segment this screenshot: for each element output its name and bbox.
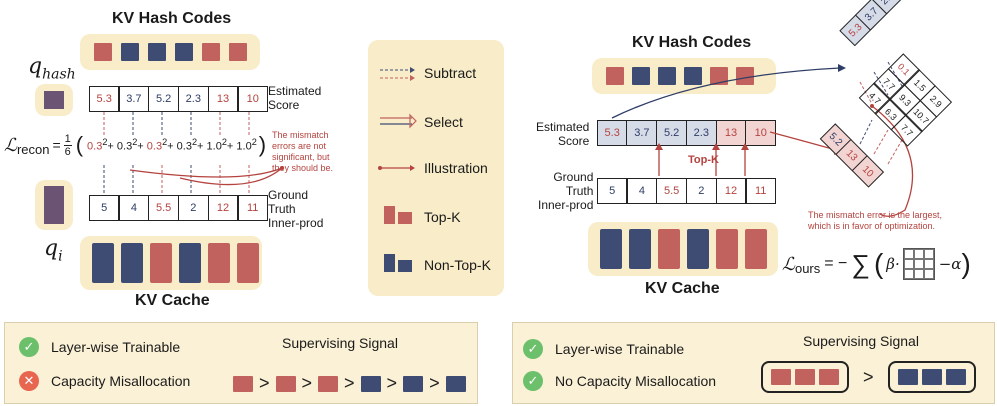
- q-i-label: qi: [44, 236, 63, 265]
- right-item1: Layer-wise Trainable: [555, 341, 685, 357]
- bottom-left-panel: ✓ Layer-wise Trainable ✕ Capacity Misall…: [4, 322, 478, 404]
- ground-cell: 11: [237, 195, 269, 221]
- q-i-panel: [35, 180, 73, 230]
- check-icon: ✓: [523, 339, 543, 359]
- loss-term: 0.3: [116, 140, 133, 153]
- legend-select: Select: [424, 114, 463, 130]
- hash-code-blue: [121, 43, 139, 61]
- recon-loss-formula: ℒ recon = 1 6 ( 0.32+ 0.32+ 0.32+ 0.32+ …: [4, 132, 267, 158]
- legend-panel: Subtract Select Illustration Top-K Non-T…: [368, 40, 504, 296]
- loss-term: 0.3: [146, 140, 163, 153]
- hash-code-red: [606, 67, 624, 85]
- hash-code-blue: [632, 67, 650, 85]
- cache-block-blue: [179, 243, 201, 283]
- hash-code-blue: [658, 67, 676, 85]
- cache-block-red: [237, 243, 259, 283]
- left-ground-row: 5 4 5.5 2 12 11: [88, 195, 269, 221]
- bottom-right-panel: ✓ Layer-wise Trainable ✓ No Capacity Mis…: [512, 322, 995, 404]
- right-hash-panel: [592, 58, 776, 94]
- estimated-cell: 10: [745, 120, 777, 146]
- right-cache-panel: [588, 222, 778, 276]
- hash-code-blue: [684, 67, 702, 85]
- cache-block-blue: [121, 243, 143, 283]
- topk-group: [761, 361, 849, 393]
- cache-block-blue: [687, 229, 709, 269]
- hash-code-red: [94, 43, 112, 61]
- hash-code-red: [202, 43, 220, 61]
- left-item1: Layer-wise Trainable: [51, 339, 181, 355]
- cache-block-blue: [629, 229, 651, 269]
- cache-block-red: [150, 243, 172, 283]
- right-signal-order: >: [761, 361, 976, 393]
- right-hash-title: KV Hash Codes: [632, 34, 752, 51]
- nontopk-block: [360, 375, 381, 392]
- topk-block: [233, 375, 253, 392]
- loss-term: 0.3: [87, 140, 103, 153]
- topk-block: [318, 375, 339, 392]
- legend-subtract: Subtract: [424, 65, 477, 81]
- illustration-arrow: [871, 105, 914, 217]
- q-hash-panel: [35, 84, 73, 116]
- cache-block-red: [716, 229, 738, 269]
- nontopk-block: [445, 375, 466, 392]
- cache-block-red: [745, 229, 767, 269]
- cache-block-blue: [92, 243, 114, 283]
- cache-block-red: [658, 229, 680, 269]
- right-ground-row: 5 4 5.5 2 12 11: [596, 178, 777, 204]
- right-estimated-row: 5.3 3.7 5.2 2.3 13 10: [596, 120, 777, 146]
- right-mismatch-note: The mismatch error is the largest,which …: [808, 210, 943, 231]
- left-item2: Capacity Misallocation: [51, 373, 191, 389]
- left-hash-title: KV Hash Codes: [112, 10, 232, 27]
- check-icon: ✓: [523, 371, 543, 391]
- hash-code-red: [736, 67, 754, 85]
- cross-icon: ✕: [19, 371, 39, 391]
- right-cache-title: KV Cache: [645, 280, 720, 297]
- legend-nontopk: Non-Top-K: [424, 257, 491, 273]
- loss-term: 1.0: [206, 140, 222, 153]
- nontopk-legend-icon: [384, 254, 412, 272]
- left-estimated-row: 5.3 3.7 5.2 2.3 13 10: [88, 86, 269, 112]
- right-signal-title: Supervising Signal: [803, 333, 919, 349]
- estimated-cell: 10: [237, 86, 269, 112]
- select-arrow-blue: [611, 67, 841, 119]
- check-icon: ✓: [19, 337, 39, 357]
- estimated-cell: 13: [715, 120, 747, 146]
- ours-loss-formula: ℒ ours = − ∑ ( β· −α ): [782, 248, 971, 280]
- ground-cell: 11: [745, 178, 777, 204]
- left-cache-title: KV Cache: [135, 292, 210, 309]
- nontopk-block: [403, 375, 424, 392]
- illustration-arrow: [129, 167, 283, 178]
- hash-code-red: [710, 67, 728, 85]
- right-item2: No Capacity Misallocation: [555, 373, 717, 389]
- topk-block: [275, 375, 296, 392]
- estimated-cell: 2.3: [685, 120, 717, 146]
- legend-illustration: Illustration: [424, 160, 488, 176]
- nontopk-group: [887, 361, 976, 393]
- q-hash-label: qhash: [28, 54, 76, 83]
- left-hash-panel: [80, 34, 260, 70]
- cache-block-blue: [600, 229, 622, 269]
- left-signal-title: Supervising Signal: [282, 335, 398, 351]
- loss-term: 1.0: [236, 140, 252, 153]
- hash-code-blue: [175, 43, 193, 61]
- topk-select-label: Top-K: [688, 154, 719, 166]
- left-cache-panel: [80, 236, 262, 290]
- mini-matrix-icon: [902, 248, 935, 280]
- cache-block-red: [208, 243, 230, 283]
- estimated-cell: 5.2: [656, 120, 688, 146]
- legend-topk: Top-K: [424, 209, 461, 225]
- left-signal-order: > > > > >: [233, 373, 466, 394]
- topk-legend-icon: [384, 206, 412, 224]
- loss-term: 0.3: [176, 140, 192, 153]
- illustration-arrow: [179, 167, 283, 186]
- hash-code-red: [229, 43, 247, 61]
- hash-code-blue: [148, 43, 166, 61]
